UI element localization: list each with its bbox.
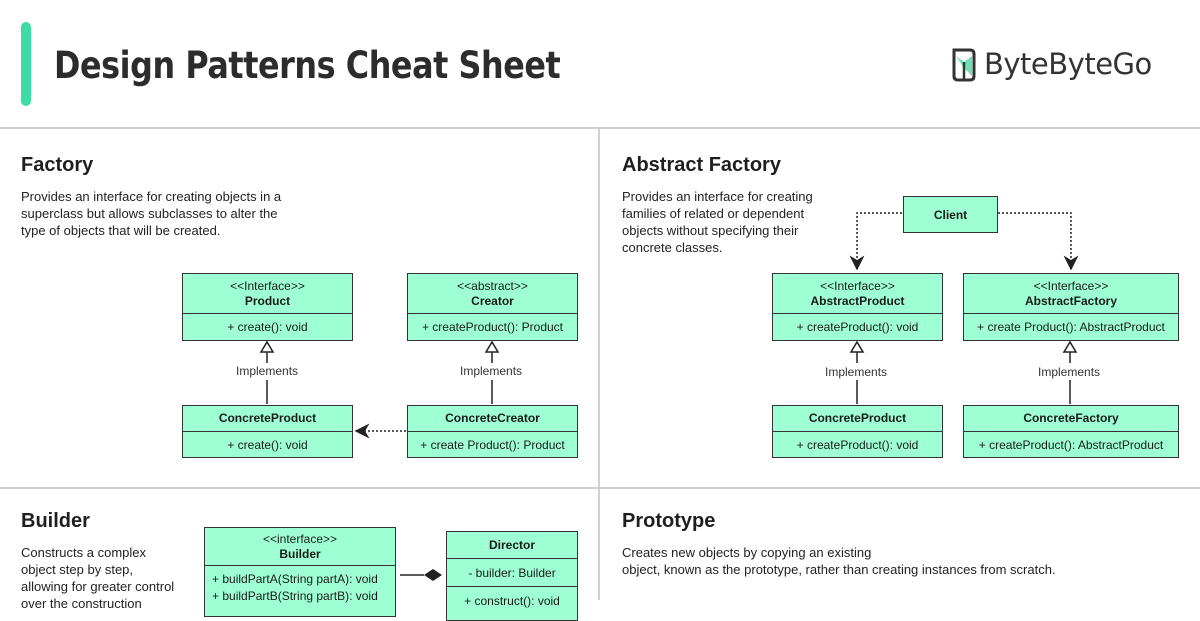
stereotype: <<interface>> — [262, 531, 338, 546]
column-divider — [598, 128, 600, 600]
abstract-factory-title: Abstract Factory — [622, 154, 781, 176]
class-name: AbstractFactory — [1024, 293, 1118, 308]
class-name: Creator — [471, 293, 514, 308]
builder-description: Constructs a complex object step by step… — [21, 544, 174, 612]
implements-label: Implements — [458, 364, 525, 378]
class-name: ConcreteCreator — [445, 411, 540, 425]
client-class: Client — [903, 196, 998, 233]
creator-class: <<abstract>>Creator + createProduct(): P… — [407, 273, 578, 341]
desc-line: Provides an interface for creating — [622, 189, 813, 204]
desc-line: concrete classes. — [622, 240, 723, 255]
brand-name: ByteByteGo — [984, 47, 1152, 81]
class-name: ConcreteFactory — [1023, 411, 1119, 425]
header-divider — [0, 127, 1200, 129]
method: + construct(): void — [464, 594, 560, 608]
prototype-title: Prototype — [622, 510, 716, 532]
implements-label: Implements — [1036, 365, 1103, 379]
desc-line: object, known as the prototype, rather t… — [622, 562, 1056, 577]
factory-title: Factory — [21, 154, 94, 176]
composition-arrow — [400, 569, 442, 581]
abstract-factory-class: <<Interface>>AbstractFactory + create Pr… — [963, 273, 1179, 341]
desc-line: objects without specifying their — [622, 223, 799, 238]
method: + createProduct(): void — [796, 320, 919, 334]
dependency-arrow — [998, 212, 1079, 271]
abstract-factory-description: Provides an interface for creating famil… — [622, 188, 813, 256]
abstract-product-class: <<Interface>>AbstractProduct + createPro… — [772, 273, 943, 341]
implements-label: Implements — [823, 365, 890, 379]
class-name: Director — [488, 537, 535, 552]
method: + buildPartB(String partB): void — [212, 589, 378, 603]
factory-description: Provides an interface for creating objec… — [21, 188, 281, 239]
product-class: <<Interface>>Product + create(): void — [182, 273, 353, 341]
implements-arrow — [484, 340, 500, 404]
bytebytego-logo-icon — [952, 48, 976, 82]
dependency-arrow — [849, 212, 902, 271]
concrete-creator-class: ConcreteCreator + create Product(): Prod… — [407, 405, 578, 458]
implements-label: Implements — [234, 364, 301, 378]
desc-line: object step by step, — [21, 562, 134, 577]
stereotype: <<abstract>> — [457, 278, 528, 293]
row-divider — [0, 487, 1200, 489]
concrete-product-class: ConcreteProduct + create(): void — [182, 405, 353, 458]
desc-line: allowing for greater control — [21, 579, 175, 594]
builder-interface-class: <<interface>>Builder + buildPartA(String… — [204, 527, 396, 617]
method: + create(): void — [227, 320, 308, 334]
class-name: Product — [244, 293, 291, 308]
implements-arrow — [849, 340, 865, 404]
concrete-product-class: ConcreteProduct + createProduct(): void — [772, 405, 943, 458]
method: + create(): void — [227, 437, 308, 452]
class-name: Builder — [279, 546, 321, 561]
brand-logo: ByteByteGo — [950, 46, 1152, 82]
method: + createProduct(): AbstractProduct — [978, 437, 1164, 452]
method: + create Product(): AbstractProduct — [977, 320, 1165, 334]
implements-arrow — [1062, 340, 1078, 404]
method: + createProduct(): void — [796, 437, 919, 452]
stereotype: <<Interface>> — [1033, 278, 1109, 293]
method: + createProduct(): Product — [421, 320, 564, 334]
desc-line: superclass but allows subclasses to alte… — [21, 206, 278, 221]
class-name: AbstractProduct — [810, 293, 905, 308]
director-class: Director - builder: Builder + construct(… — [446, 531, 578, 621]
desc-line: type of objects that will be created. — [21, 223, 221, 238]
desc-line: families of related or dependent — [622, 206, 805, 221]
method: + create Product(): Product — [420, 437, 565, 452]
desc-line: Creates new objects by copying an existi… — [622, 545, 872, 560]
implements-arrow — [259, 340, 275, 404]
builder-title: Builder — [21, 510, 90, 532]
connectors — [259, 212, 1079, 581]
desc-line: Provides an interface for creating objec… — [21, 189, 282, 204]
stereotype: <<Interface>> — [820, 278, 895, 293]
class-name: ConcreteProduct — [808, 411, 907, 425]
class-name: ConcreteProduct — [218, 411, 317, 425]
desc-line: Constructs a complex — [21, 545, 146, 560]
field: - builder: Builder — [447, 559, 577, 587]
concrete-factory-class: ConcreteFactory + createProduct(): Abstr… — [963, 405, 1179, 458]
page-title: Design Patterns Cheat Sheet — [54, 44, 561, 87]
prototype-description: Creates new objects by copying an existi… — [622, 544, 1056, 578]
desc-line: over the construction — [21, 596, 142, 611]
title-accent-bar — [21, 22, 31, 106]
stereotype: <<Interface>> — [230, 278, 305, 293]
method: + buildPartA(String partA): void — [212, 572, 378, 586]
